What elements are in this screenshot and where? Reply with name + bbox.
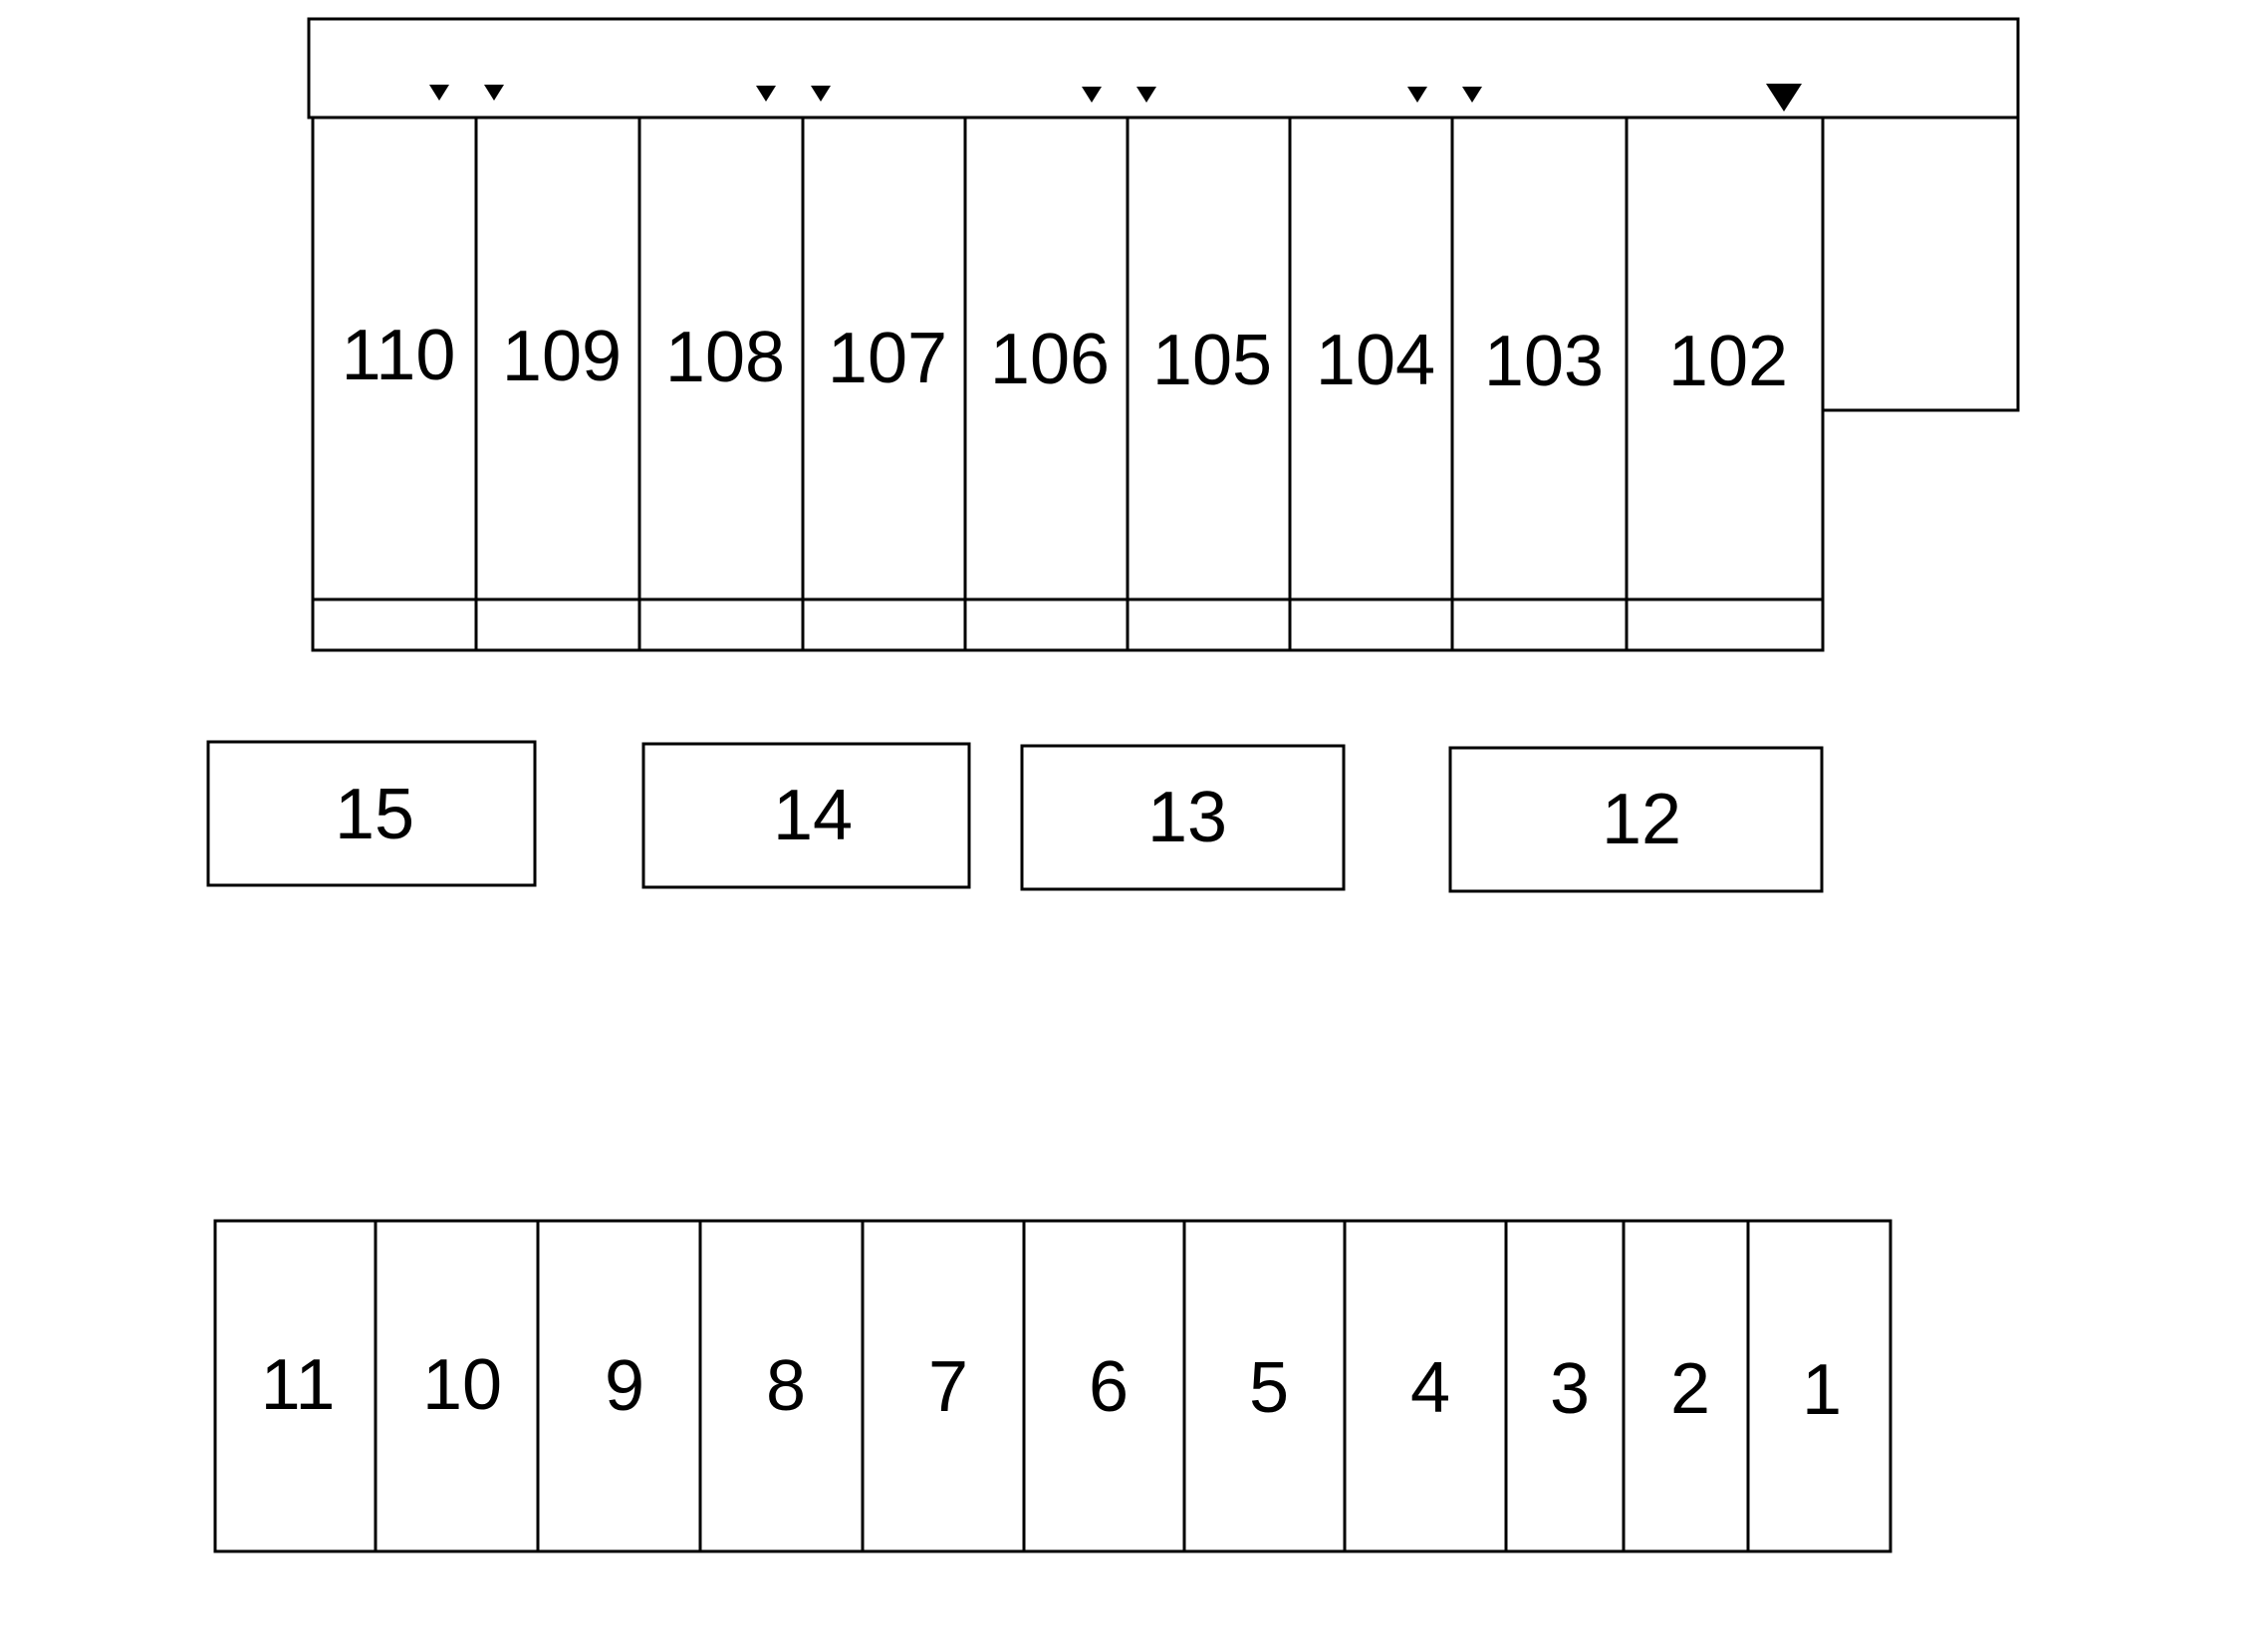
unit-label-110: 110 [342,316,456,395]
parking-label-8: 8 [766,1346,806,1426]
parking-label-4: 4 [1410,1348,1450,1428]
unit-label-107: 107 [828,319,947,398]
parking-label-11: 11 [261,1345,336,1425]
parking-label-1: 1 [1802,1350,1842,1430]
entrance-marker-icon [484,85,504,101]
parking-label-2: 2 [1670,1349,1710,1429]
parking-label-3: 3 [1550,1349,1590,1429]
parking-space-14 [641,742,971,889]
building-outline [311,116,1825,652]
parking-label-6: 6 [1089,1347,1129,1427]
parking-label-15: 15 [335,775,414,854]
parking-label-5: 5 [1249,1348,1289,1428]
entrance-marker-icon [1462,87,1482,103]
parking-row-bottom: 11 10 9 8 7 6 5 4 3 2 1 [213,1219,1892,1553]
building-block: 110 109 108 107 106 105 104 103 102 [307,17,2020,652]
building-annex-outline [1821,116,2020,412]
parking-space-13 [1020,744,1346,891]
parking-row-middle: 15 14 13 12 [206,740,1824,893]
unit-label-105: 105 [1152,321,1272,400]
entrance-marker-icon [1136,87,1156,103]
parking-space-12 [1448,746,1824,893]
entrance-marker-icon [811,86,831,102]
building-corridor-outline [307,17,2020,119]
unit-label-108: 108 [665,318,785,397]
entrance-marker-icon [756,86,776,102]
unit-label-104: 104 [1316,321,1435,400]
unit-label-102: 102 [1668,322,1788,401]
parking-label-12: 12 [1602,780,1681,859]
parking-space-15 [206,740,537,887]
parking-label-14: 14 [773,776,853,855]
entrance-marker-icon [1407,87,1427,103]
parking-label-9: 9 [605,1346,644,1426]
main-entrance-marker-icon [1766,84,1802,112]
entrance-marker-icon [1082,87,1102,103]
parking-label-7: 7 [928,1347,968,1427]
parking-label-10: 10 [422,1345,502,1425]
parking-row-bottom-outline [213,1219,1892,1553]
unit-label-109: 109 [502,317,622,396]
unit-label-106: 106 [990,320,1110,399]
parking-label-13: 13 [1147,778,1227,857]
unit-label-103: 103 [1484,322,1604,401]
entrance-marker-icon [429,85,449,101]
